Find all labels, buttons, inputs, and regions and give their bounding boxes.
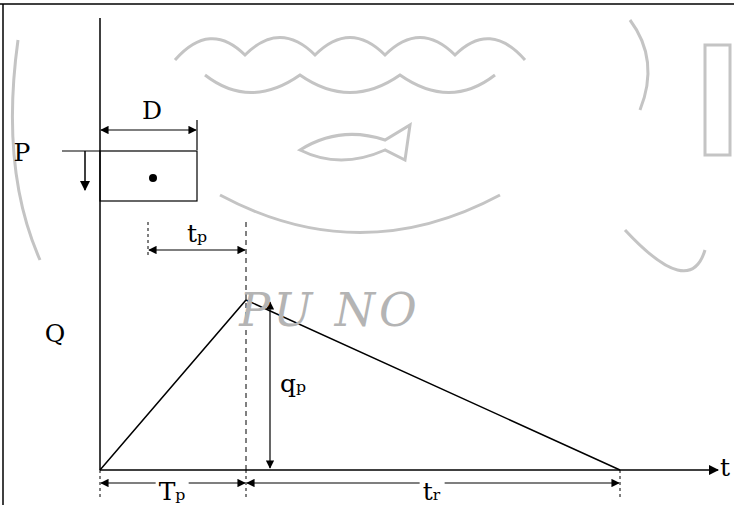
- axis-label: Q: [45, 321, 66, 346]
- t-axis: [100, 469, 718, 471]
- tp-dimension: [149, 249, 245, 250]
- d-dimension: [101, 129, 196, 130]
- q-axis: [99, 18, 101, 470]
- watermark-logo: [12, 20, 730, 271]
- dashed-guide: [246, 222, 247, 470]
- dimension-label: tₚ: [187, 221, 207, 246]
- dimension-label: tᵣ: [420, 478, 445, 503]
- variable-label: P: [14, 140, 31, 165]
- dimension-label: Tₚ: [156, 478, 189, 503]
- dashed-guide: [100, 470, 101, 500]
- dimension-tick: [196, 120, 197, 150]
- centroid-dot: [149, 174, 157, 182]
- rainfall-block: [100, 151, 197, 201]
- frame-line: [0, 3, 734, 5]
- rain-line: [62, 150, 100, 151]
- dashed-guide: [148, 222, 149, 256]
- frame-line: [2, 4, 4, 505]
- axis-label: t: [720, 455, 730, 480]
- watermark-text: PU NO: [239, 287, 421, 333]
- dimension-label: D: [142, 98, 162, 123]
- dashed-guide: [246, 470, 247, 500]
- dimension-label: qₚ: [280, 371, 306, 396]
- rain-arrow: [84, 151, 86, 190]
- dashed-guide: [620, 470, 621, 500]
